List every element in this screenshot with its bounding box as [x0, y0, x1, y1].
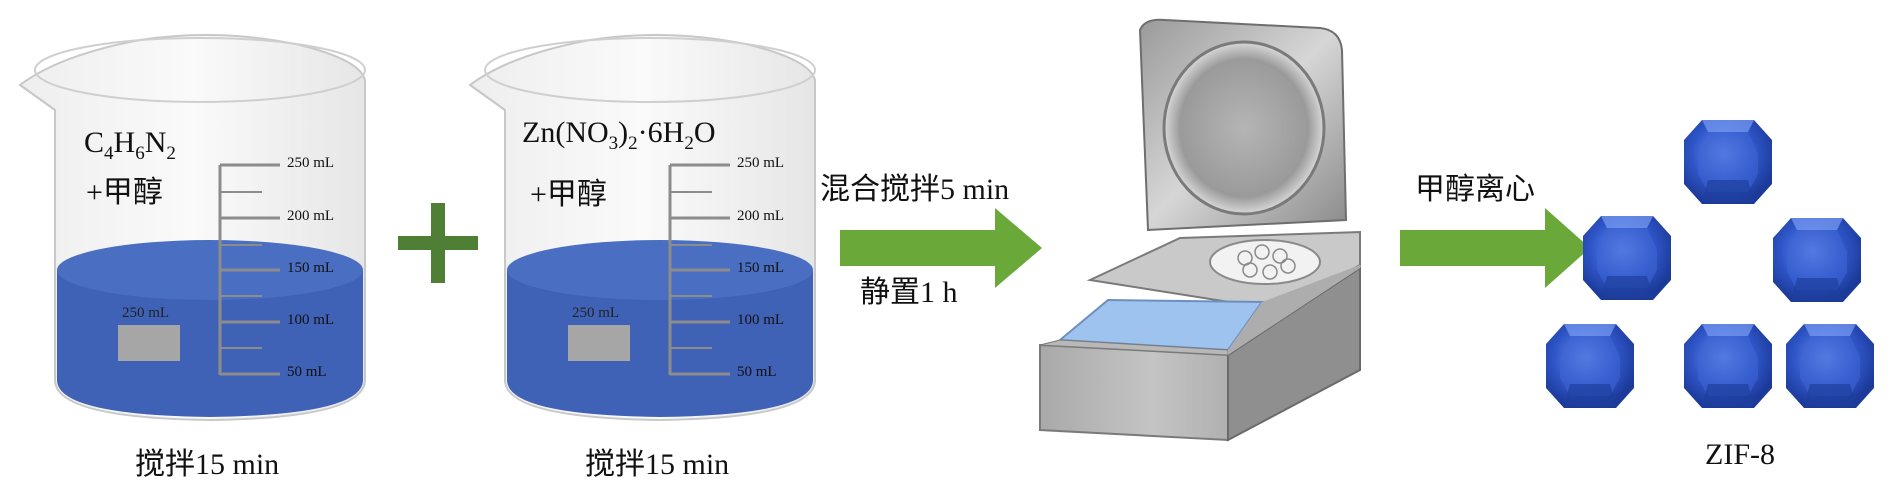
zif8-crystals: ZIF-8 — [1546, 110, 1890, 471]
crystal-2 — [1583, 216, 1671, 300]
beaker-1-scale-100: 100 mL — [287, 312, 335, 328]
beaker-1-scale-200: 200 mL — [287, 208, 335, 224]
beaker-2-scale-50: 50 mL — [737, 364, 777, 380]
crystal-5 — [1684, 324, 1772, 408]
beaker-2-scale-150: 150 mL — [737, 260, 785, 276]
arrow-2-top-text: 甲醇离心 — [1415, 173, 1535, 206]
beaker-2-solvent: +甲醇 — [530, 178, 607, 211]
beaker-1-scale-250: 250 mL — [287, 155, 335, 171]
beaker-1-scale-150: 150 mL — [287, 260, 335, 276]
beaker-1-solvent: +甲醇 — [86, 176, 163, 209]
beaker-2-formula: Zn(NO3)2·6H2O — [522, 116, 716, 154]
crystal-3 — [1773, 218, 1861, 302]
beaker-1-graphic — [18, 34, 366, 422]
process-arrow-2: 甲醇离心 — [1395, 160, 1625, 300]
beaker-2-caption: 搅拌15 min — [585, 448, 730, 481]
beaker-2-scale-250: 250 mL — [737, 155, 785, 171]
centrifuge-graphic — [1039, 18, 1361, 442]
beaker-1-caption: 搅拌15 min — [135, 448, 280, 481]
beaker-1-scale-50: 50 mL — [287, 364, 327, 380]
crystal-6 — [1786, 324, 1874, 408]
arrow-2-shape — [1400, 208, 1590, 288]
process-arrow-1: 混合搅拌5 min 静置1 h — [820, 160, 1060, 330]
crystal-1 — [1684, 120, 1772, 204]
zif8-caption: ZIF-8 — [1705, 438, 1775, 471]
beaker-2-scale-200: 200 mL — [737, 208, 785, 224]
beaker-1: C4H6N2 +甲醇 250 mL 200 mL 150 mL 100 mL 5… — [0, 0, 400, 501]
plus-sign: + — [398, 203, 478, 283]
arrow-1-bottom-text: 静置1 h — [860, 276, 958, 309]
beaker-1-label: 250 mL — [122, 305, 170, 321]
beaker-1-formula: C4H6N2 — [84, 126, 176, 164]
beaker-2-graphic — [468, 34, 816, 422]
centrifuge — [1030, 10, 1390, 450]
crystal-4 — [1546, 324, 1634, 408]
beaker-2: Zn(NO3)2·6H2O +甲醇 250 mL 200 mL 150 mL 1… — [450, 0, 850, 501]
arrow-1-top-text: 混合搅拌5 min — [820, 173, 1010, 206]
arrow-1-shape — [840, 208, 1042, 288]
beaker-2-scale-100: 100 mL — [737, 312, 785, 328]
beaker-2-label: 250 mL — [572, 305, 620, 321]
zif8-crystal-cluster — [1546, 120, 1874, 408]
